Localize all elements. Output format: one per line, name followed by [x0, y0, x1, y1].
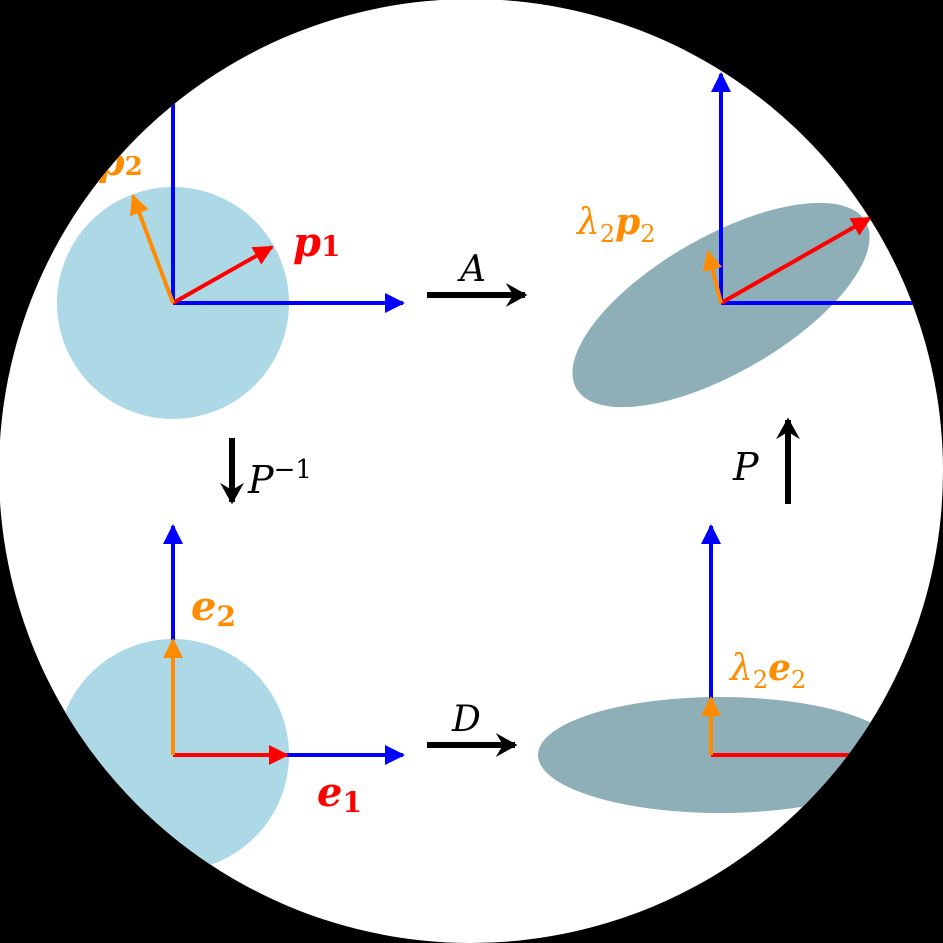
label-lambda2-p2: λ2p2: [575, 201, 656, 248]
label-p1: p1: [293, 219, 340, 266]
vector-p2: [129, 194, 175, 304]
label-e2: e2: [191, 583, 236, 633]
vector-lambda2-p2: [702, 250, 723, 304]
label-lambda2-e2: λ2e2: [728, 647, 806, 694]
label-A: A: [457, 249, 486, 290]
label-P-inverse: P−1: [247, 455, 312, 502]
label-P: P: [732, 445, 760, 489]
label-D: D: [451, 699, 481, 740]
label-e1: e1: [317, 769, 362, 819]
vector-lambda1-p1: [720, 216, 872, 305]
vector-p1: [172, 245, 274, 305]
